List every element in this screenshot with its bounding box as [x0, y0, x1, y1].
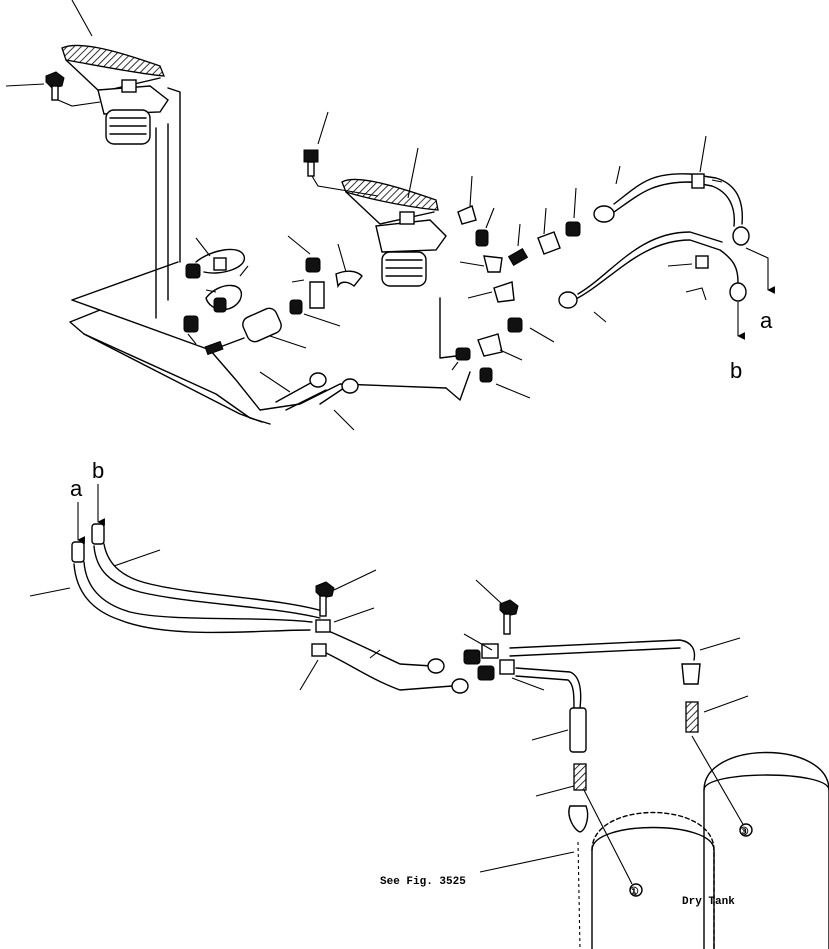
- pipe-to-b: [573, 239, 739, 301]
- leader-line: [71, 0, 93, 37]
- mounting-bolt-left: [45, 71, 65, 101]
- pipe-to-a: [613, 173, 743, 225]
- connector-plug: [535, 763, 589, 833]
- reference-label: See Fig. 3525: [380, 876, 466, 888]
- junction-fittings-lower: [463, 643, 515, 681]
- brake-valve-pedal-center: [341, 178, 447, 287]
- tee-fitting-center: [289, 257, 363, 315]
- mounting-bolt-center: [303, 149, 319, 177]
- mounting-bolt-lower-right: [499, 599, 519, 635]
- brake-valve-pedal-left: [61, 44, 169, 145]
- leader-line: [5, 83, 45, 87]
- connection-label-a-top: a: [760, 308, 773, 333]
- circled-marker-1: ①: [629, 886, 639, 899]
- elbow-fitting: [457, 205, 515, 303]
- hose-loop-upper: [185, 248, 245, 279]
- tank-label: Dry Tank: [682, 896, 735, 908]
- vertical-pipe: [155, 87, 181, 319]
- mounting-bolt-lower-left: [315, 581, 335, 617]
- leader-line: [317, 111, 329, 145]
- leader-line: [195, 235, 311, 257]
- connection-label-a-bottom: a: [70, 476, 83, 501]
- connection-label-b-bottom: b: [92, 458, 104, 483]
- connection-label-b-top: b: [730, 358, 742, 383]
- circled-marker-3: ③: [739, 826, 749, 839]
- dry-tank: [591, 751, 829, 949]
- fittings-row: [507, 205, 615, 267]
- hose-assembly-lower: [71, 523, 469, 694]
- lower-center-fittings: [455, 317, 523, 383]
- leader-line: [407, 147, 419, 199]
- hose-loop-lower: [183, 284, 243, 333]
- lower-hoses-top: [275, 372, 359, 411]
- plug-right: [685, 695, 749, 733]
- filter-cartridge: [204, 307, 282, 356]
